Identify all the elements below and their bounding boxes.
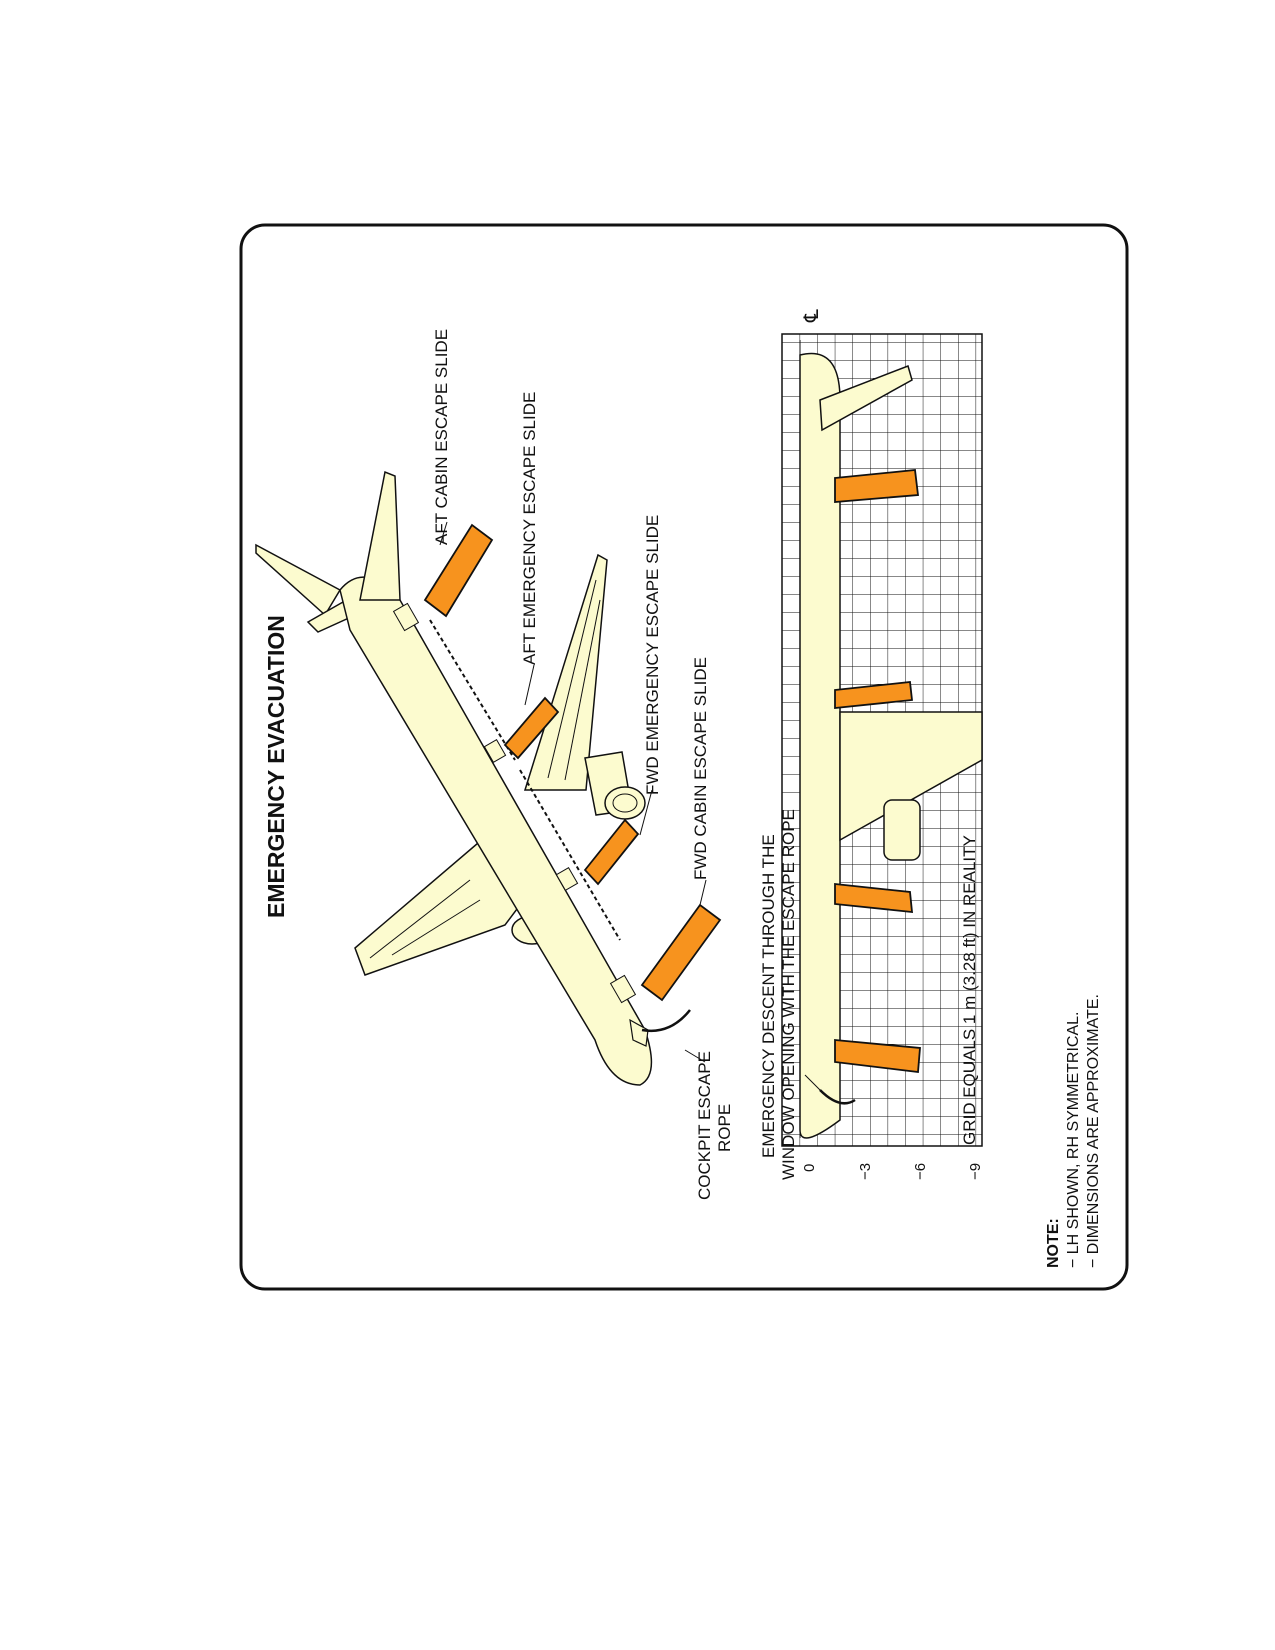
top-aft-cabin-slide (834, 469, 920, 503)
label-cockpit-escape-rope-line2: ROPE (715, 1104, 734, 1152)
top-fuselage (799, 352, 841, 1139)
note-line-2: − DIMENSIONS ARE APPROXIMATE. (1085, 994, 1102, 1268)
fwd-emergency-escape-slide (583, 818, 640, 886)
axis-tick-minus-9: −9 (967, 1163, 984, 1180)
axis-tick-0: 0 (801, 1164, 818, 1172)
left-wing (523, 553, 608, 791)
label-grid-scale: GRID EQUALS 1 m (3.28 ft) IN REALITY (960, 835, 979, 1145)
note-heading: NOTE: (1045, 1218, 1062, 1268)
figure-title: EMERGENCY EVACUATION (263, 615, 289, 918)
aft-emergency-escape-slide (503, 696, 560, 760)
fwd-cabin-escape-slide (640, 903, 722, 1002)
aft-cabin-escape-slide (423, 523, 494, 618)
fuselage (339, 576, 653, 1086)
cockpit-window (629, 1018, 649, 1047)
centerline-symbol: ℄ (801, 309, 823, 323)
outer-frame (239, 223, 1129, 1291)
axis-tick-minus-6: −6 (912, 1163, 929, 1180)
label-cockpit-escape-rope-line1: COCKPIT ESCAPE (695, 1051, 714, 1200)
label-aft-emergency-escape-slide: AFT EMERGENCY ESCAPE SLIDE (520, 392, 539, 665)
top-fwd-emergency-slide (834, 882, 914, 914)
axis-tick-minus-3: −3 (857, 1163, 874, 1180)
label-window-descent-line2: WINDOW OPENING WITH THE ESCAPE ROPE (779, 809, 798, 1180)
top-view-grid (781, 333, 983, 1147)
vertical-fin (359, 470, 401, 601)
top-horizontal-stabilizer (819, 365, 913, 432)
horizontal-stabilizer (255, 543, 342, 617)
top-fwd-cabin-slide (834, 1039, 921, 1074)
label-aft-cabin-escape-slide: AFT CABIN ESCAPE SLIDE (432, 329, 451, 545)
left-engine (584, 751, 646, 820)
top-aft-emergency-slide (834, 681, 913, 709)
top-engine (883, 799, 921, 861)
window-escape-rope (819, 1089, 856, 1105)
cockpit-escape-rope (641, 1009, 691, 1033)
label-fwd-cabin-escape-slide: FWD CABIN ESCAPE SLIDE (691, 657, 710, 880)
note-line-1: − LH SHOWN, RH SYMMETRICAL. (1065, 1012, 1082, 1268)
isometric-aircraft-view (255, 470, 722, 1086)
top-wing (839, 711, 983, 842)
label-fwd-emergency-escape-slide: FWD EMERGENCY ESCAPE SLIDE (643, 515, 662, 795)
label-window-descent-line1: EMERGENCY DESCENT THROUGH THE (759, 834, 778, 1158)
